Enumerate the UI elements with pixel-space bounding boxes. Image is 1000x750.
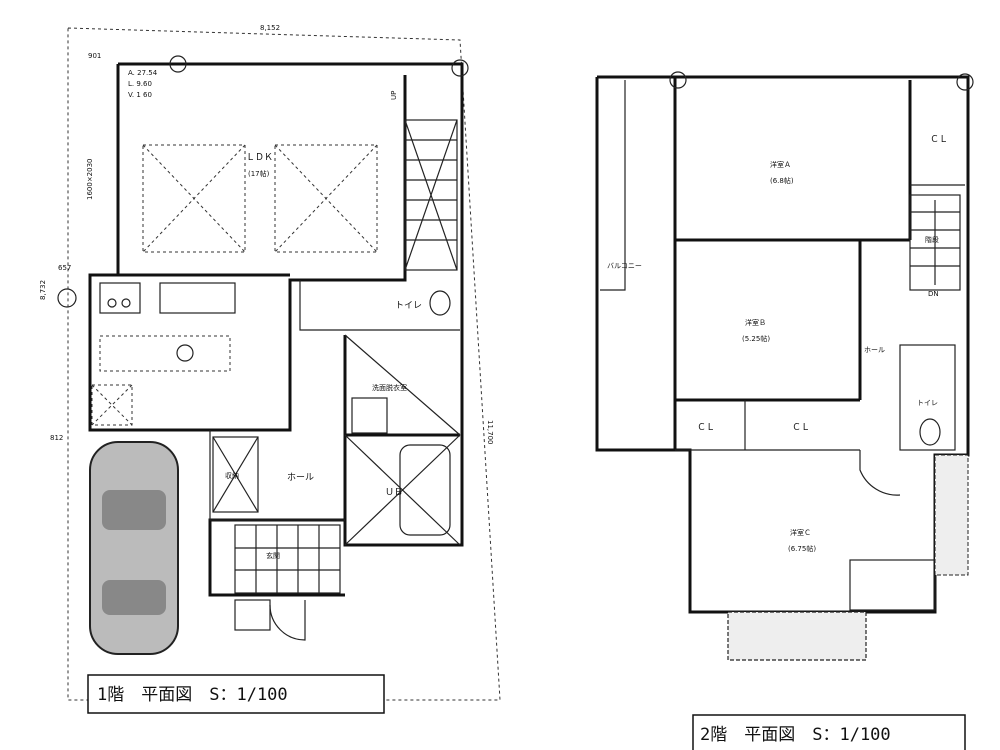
- dim-901: 901: [88, 52, 101, 60]
- sink: [159, 282, 236, 314]
- dim-657: 657: [58, 264, 71, 272]
- room-label-room-c: 洋室Ｃ: [790, 528, 811, 537]
- room-size-room-a: (6.8帖): [770, 176, 794, 185]
- floor2-title-box: [692, 714, 966, 750]
- car-icon: [89, 441, 179, 655]
- room-size-ldk: (17帖): [248, 169, 270, 178]
- entry-door: [269, 600, 306, 641]
- floor1-title: 1階 平面図 S：1/100: [97, 685, 288, 705]
- stairs-down-label: DN: [928, 290, 939, 298]
- room-label-entrance: 玄関: [266, 551, 280, 560]
- room-label-hall: ホール: [287, 472, 314, 483]
- area-note: V. 1 60: [128, 91, 152, 99]
- dim-window: 1600×2030: [86, 159, 94, 201]
- floor2-plan: 洋室Ａ (6.8帖) 洋室Ｂ (5.25帖) 洋室Ｃ (6.75帖) ＣＬ ＣＬ…: [595, 71, 974, 750]
- floor1-title-box: [87, 674, 385, 714]
- floor2-title: 2階 平面図 S：1/100: [700, 725, 891, 745]
- dim-top: 8,152: [260, 24, 280, 32]
- dim-left: 8,732: [39, 280, 47, 300]
- column-marker: [169, 55, 187, 73]
- wall-outer-2f: [595, 75, 970, 614]
- balcony-rail: [600, 80, 626, 291]
- room-label-balcony: バルコニー: [607, 262, 642, 270]
- stairs-1f: [404, 119, 458, 271]
- area-note: L. 9.60: [128, 80, 152, 88]
- room-label-storage: 収納: [225, 471, 239, 480]
- room-size-room-b: (5.25帖): [742, 334, 770, 343]
- area-note: A. 27.54: [128, 69, 158, 77]
- door-arc: [859, 450, 901, 496]
- stairs-up-label: UP: [390, 91, 398, 100]
- room-label-closet: ＣＬ: [697, 423, 715, 433]
- room-label-washroom: 洗面脱衣室: [372, 383, 407, 392]
- room-label-toilet: トイレ: [395, 301, 422, 311]
- wall-toilet: [299, 280, 460, 331]
- floor1-plan: 8,152 901 657 812 1600×2030 11,700 8,732: [39, 24, 501, 714]
- room-label-room-b: 洋室Ｂ: [745, 318, 766, 327]
- room-label-bath: ＵＢ: [385, 488, 403, 498]
- room-label-hall-2f: ホール: [864, 346, 885, 354]
- stove: [99, 282, 141, 314]
- column-marker: [451, 59, 469, 77]
- room-label-closet: ＣＬ: [792, 423, 810, 433]
- balcony-lower: [727, 611, 867, 661]
- wall-hall: [209, 430, 345, 521]
- room-label-room-a: 洋室Ａ: [770, 160, 791, 169]
- dim-812: 812: [50, 434, 63, 442]
- room-label-toilet-2f: トイレ: [917, 399, 938, 407]
- wall-ldk: [88, 64, 407, 432]
- entrance-tiles: [234, 524, 341, 641]
- room-size-room-c: (6.75帖): [788, 544, 816, 553]
- room-label-closet: ＣＬ: [930, 135, 948, 145]
- room-label-ldk: ＬＤＫ: [246, 153, 273, 163]
- stairs-2f: [909, 194, 961, 291]
- room-label-stairs: 階段: [925, 235, 939, 244]
- dim-right: 11,700: [486, 420, 494, 445]
